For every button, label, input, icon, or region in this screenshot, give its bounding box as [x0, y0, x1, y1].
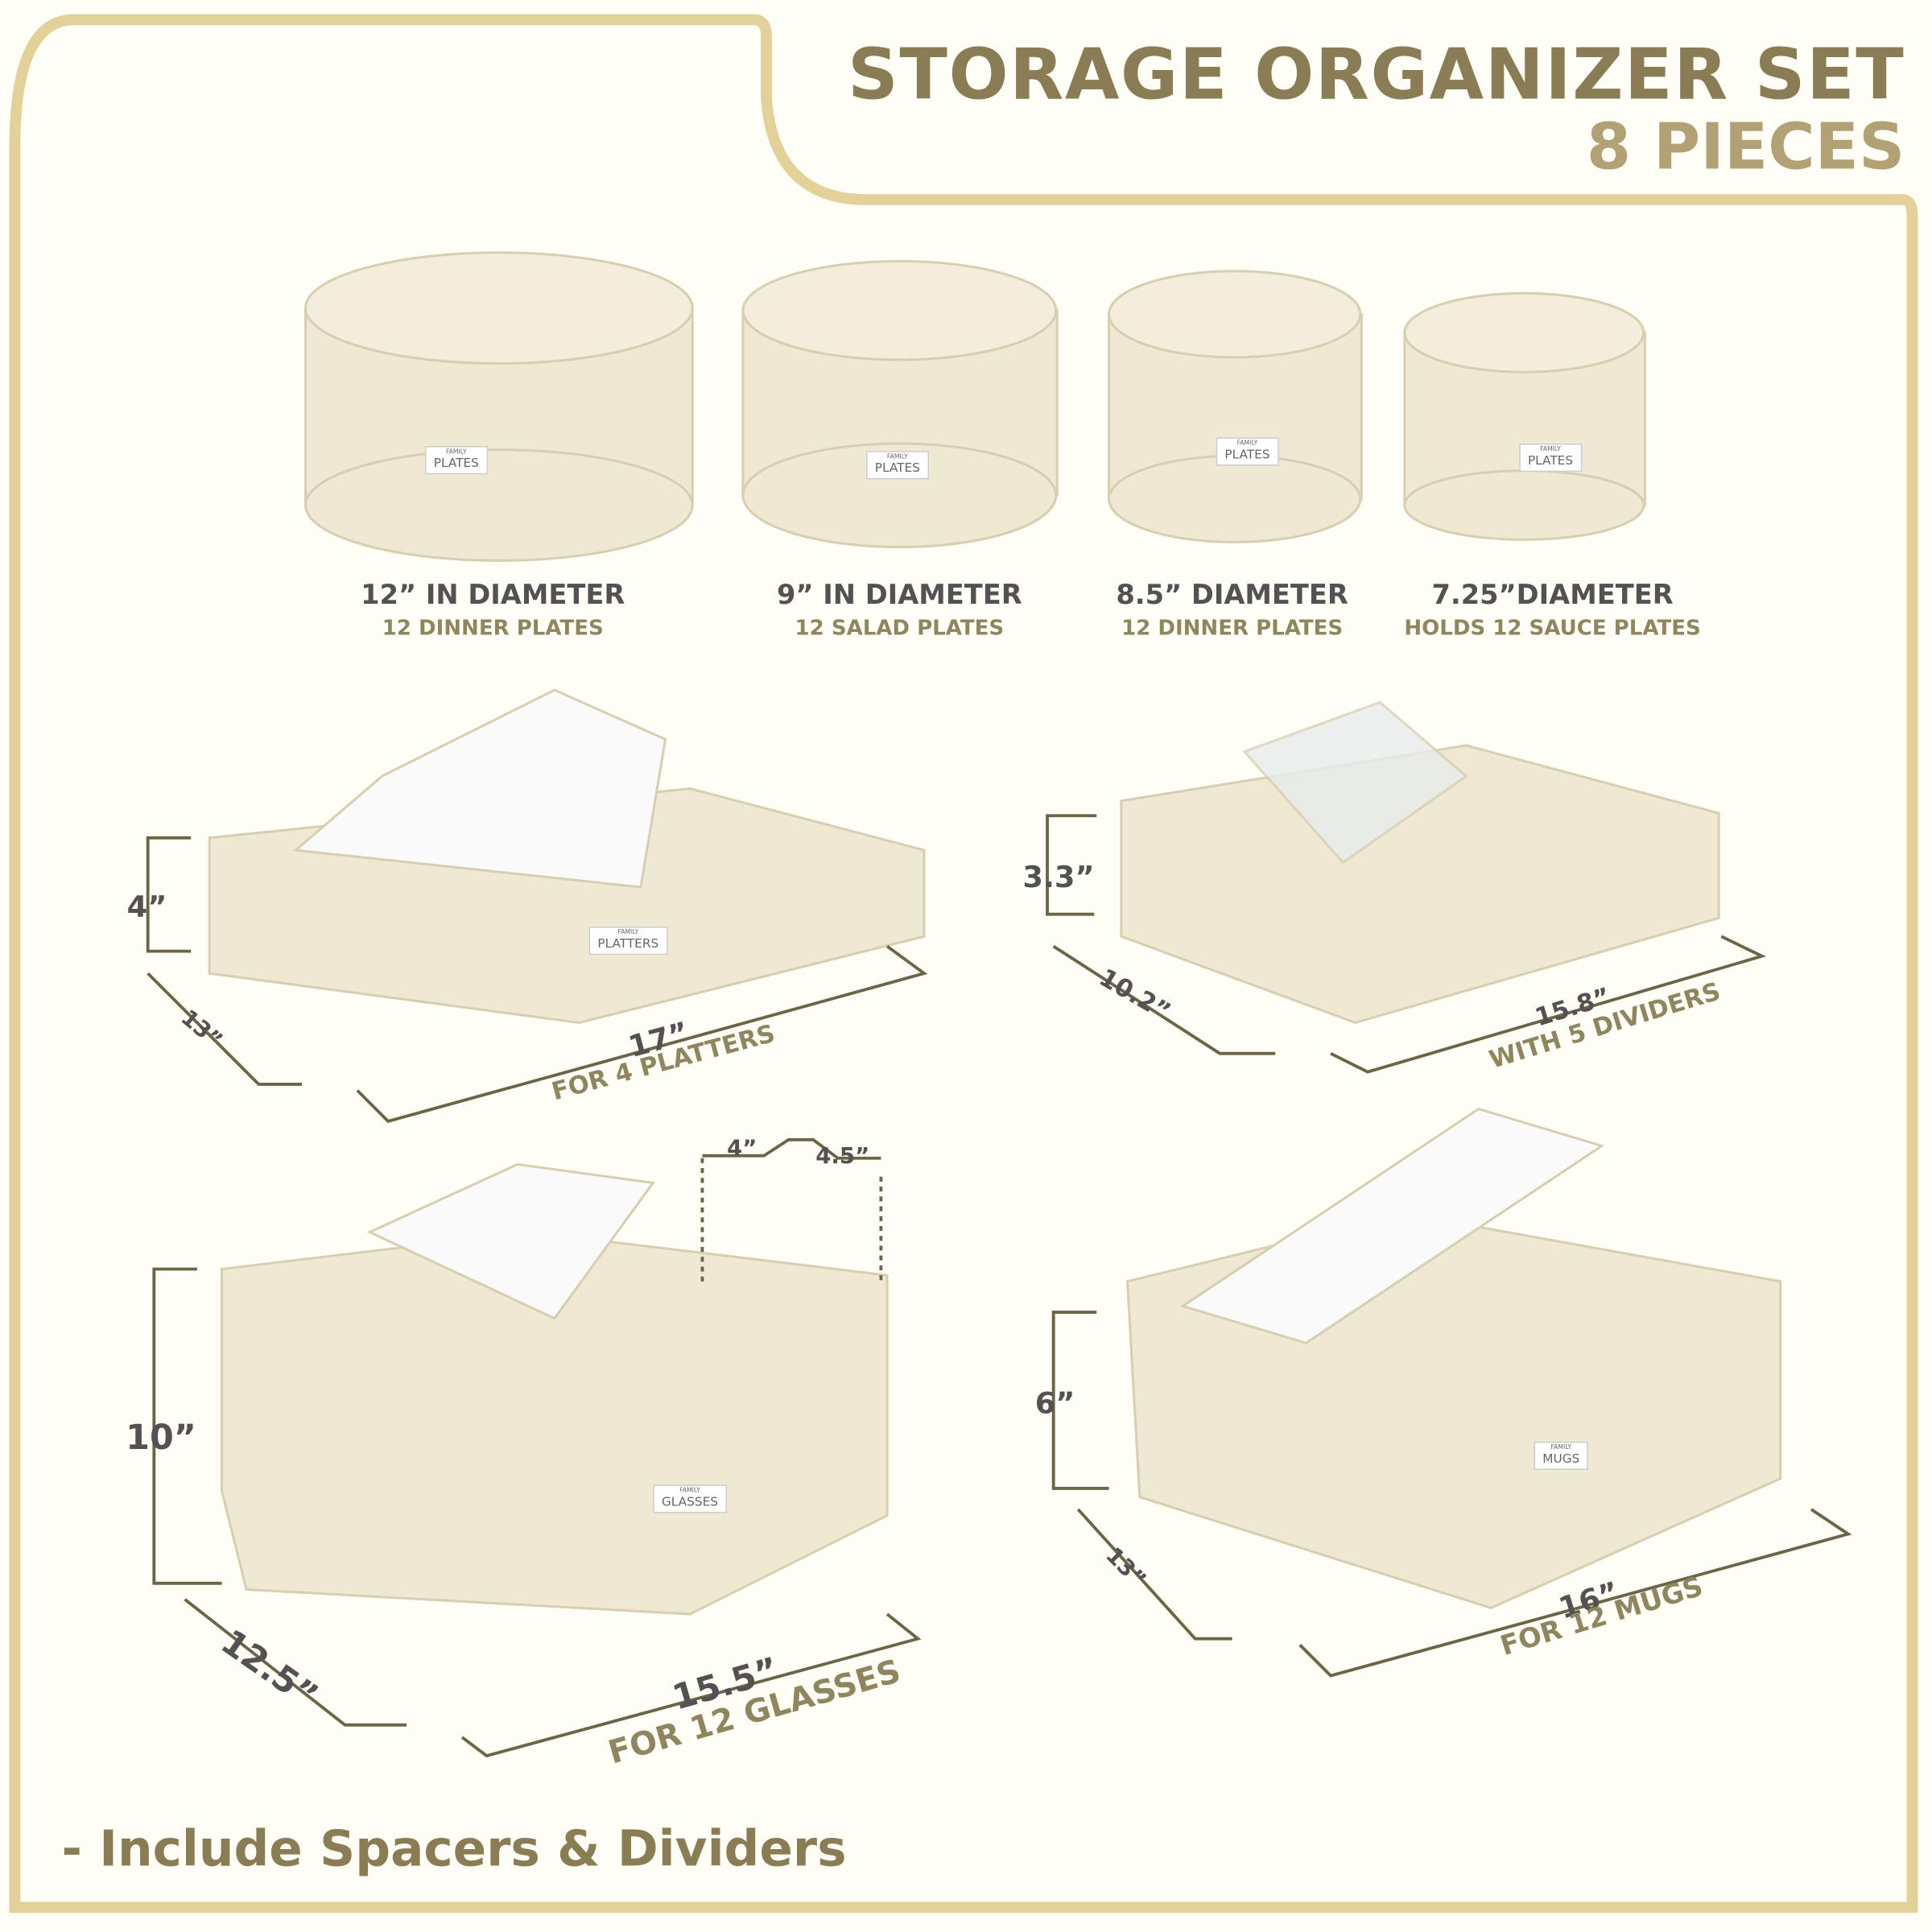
divider-height: 3.3” [1022, 860, 1095, 895]
mugs-height: 6” [1034, 1385, 1075, 1421]
plate-case-12in [304, 251, 694, 562]
piece-count: 8 PIECES [1586, 110, 1905, 185]
glasses-box [220, 1162, 889, 1616]
glasses-height: 10” [126, 1417, 196, 1458]
capacity-label: HOLDS 12 SAUCE PLATES [1404, 616, 1701, 641]
glass-cell-width: 4” [727, 1136, 758, 1162]
capacity-label: 12 DINNER PLATES [1121, 616, 1344, 641]
mugs-box [1125, 1107, 1782, 1610]
platter-height: 4” [126, 890, 167, 924]
plate-case-7-25in [1403, 291, 1646, 541]
size-label: 8.5” DIAMETER [1116, 580, 1348, 612]
size-label: 7.25”DIAMETER [1431, 580, 1674, 612]
dimension-lines [146, 814, 1852, 1758]
glass-cell-depth: 4.5” [815, 1143, 870, 1170]
plate-case-8-5in [1108, 270, 1363, 543]
capacity-label: 12 DINNER PLATES [382, 616, 604, 641]
size-label: 12” IN DIAMETER [361, 580, 625, 612]
divider-box [1120, 700, 1720, 1025]
page-title: STORAGE ORGANIZER SET [848, 34, 1905, 116]
platter-box [208, 688, 926, 1024]
plate-case-9in [741, 259, 1059, 549]
size-label: 9” IN DIAMETER [776, 580, 1022, 612]
footer-note: - Include Spacers & Dividers [61, 1821, 847, 1878]
capacity-label: 12 SALAD PLATES [795, 616, 1005, 641]
